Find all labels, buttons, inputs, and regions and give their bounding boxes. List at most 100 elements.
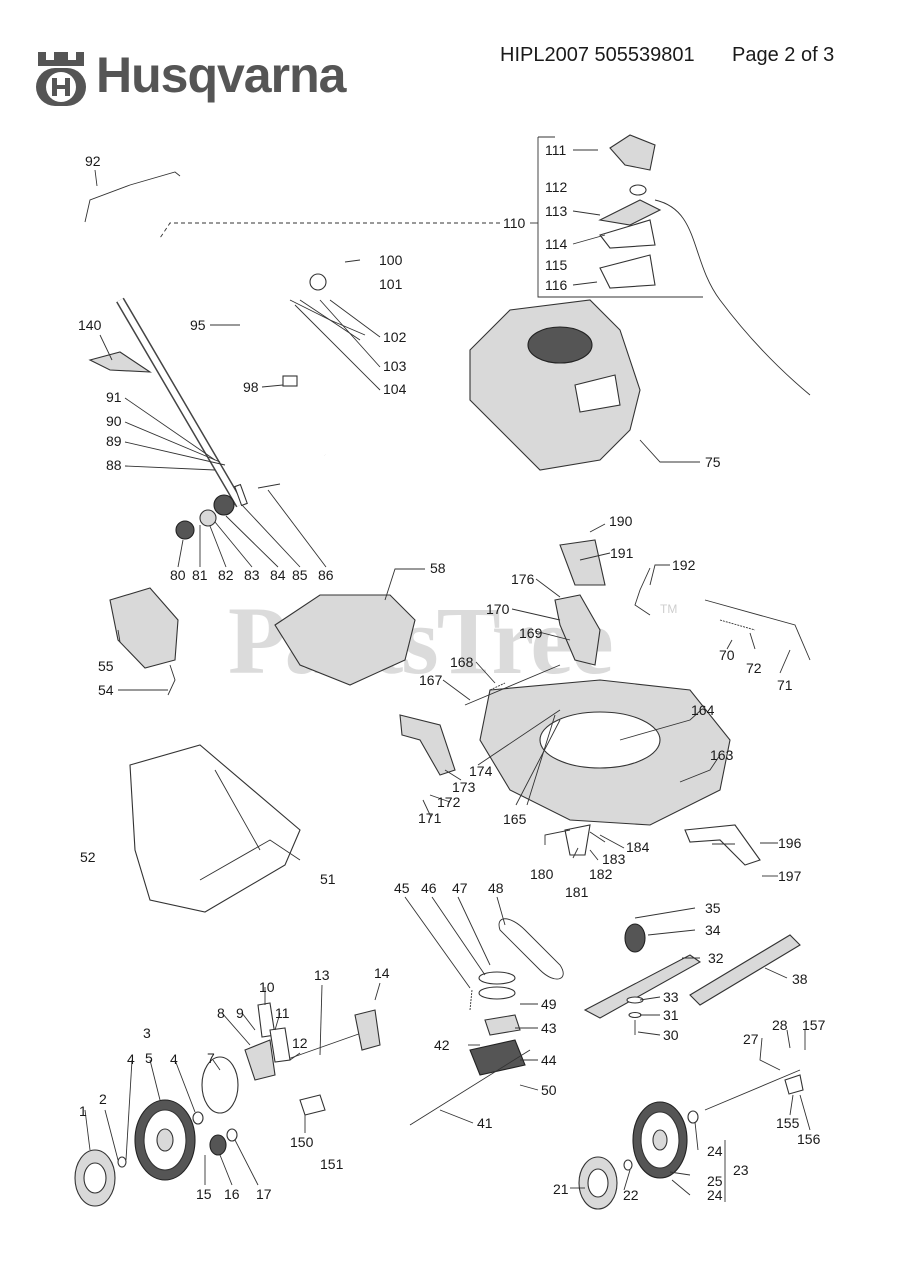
- callout-21: 21: [553, 1181, 569, 1197]
- part-102-control-lever: [309, 273, 327, 291]
- callout-12: 12: [292, 1035, 308, 1051]
- callout-110: 110: [503, 215, 526, 231]
- callout-42: 42: [434, 1037, 450, 1053]
- part-22-washer: [623, 1159, 633, 1171]
- callout-16: 16: [224, 1186, 240, 1202]
- part-70-spring: [719, 619, 756, 631]
- part-176-bracket: [554, 594, 601, 666]
- callout-71: 71: [777, 677, 793, 693]
- callout-104: 104: [383, 381, 407, 397]
- part-cable-110: [654, 199, 811, 396]
- callout-24b: 24: [707, 1187, 723, 1203]
- part-45-spring: [469, 989, 473, 1011]
- callout-43: 43: [541, 1020, 557, 1036]
- callout-14: 14: [374, 965, 390, 981]
- callout-70: 70: [719, 647, 735, 663]
- callout-86: 86: [318, 567, 334, 583]
- part-113-lever: [598, 199, 662, 226]
- callout-191: 191: [610, 545, 634, 561]
- callout-30: 30: [663, 1027, 679, 1043]
- part-11-plate: [269, 1027, 291, 1063]
- callout-23: 23: [733, 1162, 749, 1178]
- part-156-bracket: [784, 1074, 804, 1095]
- callout-101: 101: [379, 276, 403, 292]
- callout-92: 92: [85, 153, 101, 169]
- part-55-flap: [109, 587, 179, 669]
- callout-164: 164: [691, 702, 715, 718]
- callout-labels: 92 95 140 98 100 101 102 103 104 91 90 8…: [78, 142, 826, 1203]
- callout-196: 196: [778, 835, 802, 851]
- callout-172: 172: [437, 794, 461, 810]
- callout-163: 163: [710, 747, 734, 763]
- part-150-bracket: [299, 1094, 326, 1116]
- callout-34: 34: [705, 922, 721, 938]
- part-2-washer: [117, 1156, 127, 1168]
- callout-31: 31: [663, 1007, 679, 1023]
- part-24-washer: [687, 1110, 699, 1124]
- callout-35: 35: [705, 900, 721, 916]
- part-191-flap: [559, 539, 606, 586]
- part-27-axle: [704, 1069, 801, 1111]
- part-168-spring: [489, 682, 506, 691]
- part-43-bracket: [484, 1014, 521, 1036]
- part-8-bracket: [244, 1039, 276, 1081]
- callout-2: 2: [99, 1091, 107, 1107]
- callout-33: 33: [663, 989, 679, 1005]
- part-32-blade: [583, 954, 702, 1019]
- callout-190: 190: [609, 513, 633, 529]
- callout-151: 151: [320, 1156, 344, 1172]
- part-98-clip: [282, 375, 298, 387]
- callout-85: 85: [292, 567, 308, 583]
- leader-lines: [84, 136, 811, 1202]
- callout-180: 180: [530, 866, 554, 882]
- part-115-plate: [599, 254, 656, 289]
- part-82-disc: [199, 509, 217, 527]
- brand-logo-text: Husqvarna: [96, 47, 346, 103]
- callout-157: 157: [802, 1017, 826, 1033]
- callout-4a: 4: [127, 1051, 135, 1067]
- callout-44: 44: [541, 1052, 557, 1068]
- callout-170: 170: [486, 601, 510, 617]
- callout-182: 182: [589, 866, 613, 882]
- callout-103: 103: [383, 358, 407, 374]
- callout-100: 100: [379, 252, 403, 268]
- part-196-deflector: [684, 824, 761, 866]
- part-54-spring: [167, 664, 176, 696]
- part-14-bracket: [354, 1009, 381, 1051]
- callout-173: 173: [452, 779, 476, 795]
- callout-82: 82: [218, 567, 234, 583]
- part-111-cap: [609, 134, 656, 171]
- callout-1: 1: [79, 1103, 87, 1119]
- callout-15: 15: [196, 1186, 212, 1202]
- callout-81: 81: [192, 567, 208, 583]
- callout-102: 102: [383, 329, 407, 345]
- callout-8: 8: [217, 1005, 225, 1021]
- part-38-blade: [689, 934, 801, 1006]
- callout-112: 112: [545, 179, 568, 195]
- callout-169: 169: [519, 625, 543, 641]
- callout-4b: 4: [170, 1051, 178, 1067]
- part-44-gearbox: [469, 1039, 526, 1076]
- callout-72: 72: [746, 660, 762, 676]
- callout-46: 46: [421, 880, 437, 896]
- part-7-gear: [201, 1056, 239, 1114]
- callout-3: 3: [143, 1025, 151, 1041]
- part-shapes: [74, 134, 811, 1210]
- callout-45: 45: [394, 880, 410, 896]
- callout-114: 114: [545, 236, 568, 252]
- part-47-pulley: [478, 986, 516, 1000]
- callout-111: 111: [545, 142, 566, 158]
- callout-17: 17: [256, 1186, 272, 1202]
- callout-116: 116: [545, 277, 568, 293]
- part-167-rod: [464, 664, 561, 706]
- part-80-knob: [175, 520, 195, 540]
- callout-51: 51: [320, 871, 336, 887]
- callout-13: 13: [314, 967, 330, 983]
- part-114-plate: [599, 219, 656, 249]
- callout-88: 88: [106, 457, 122, 473]
- callout-48: 48: [488, 880, 504, 896]
- callout-168: 168: [450, 654, 474, 670]
- part-4-washer: [192, 1111, 204, 1125]
- callout-24a: 24: [707, 1143, 723, 1159]
